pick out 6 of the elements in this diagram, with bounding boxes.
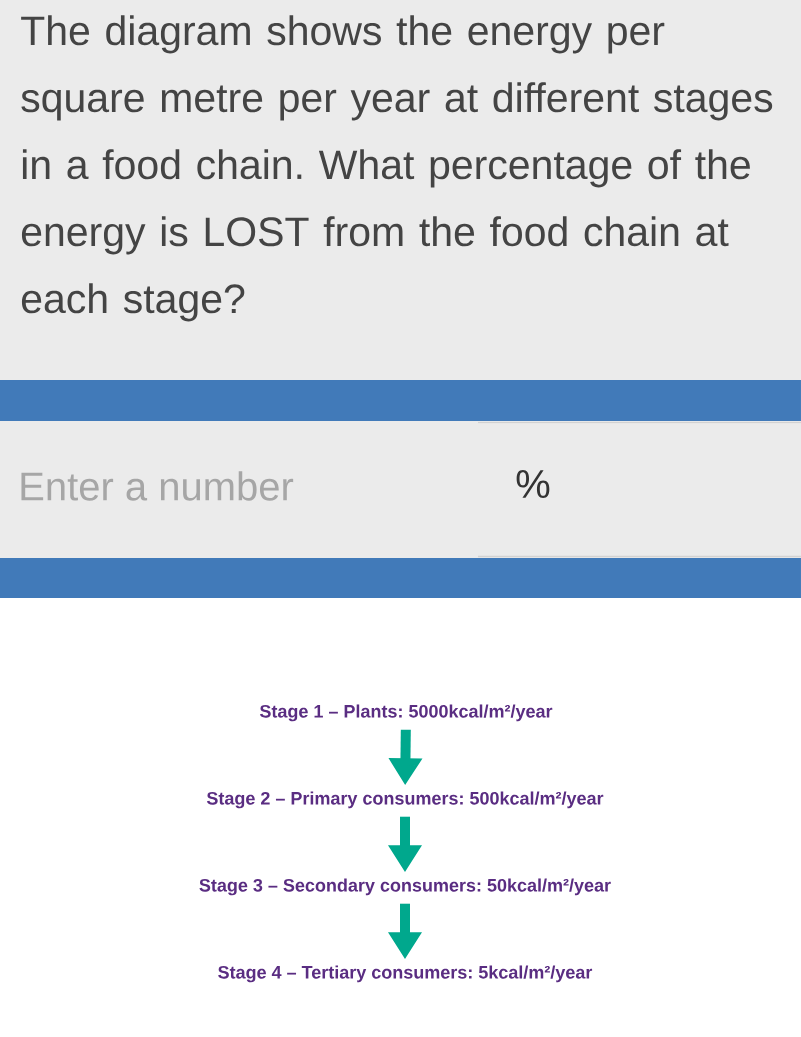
stage-label: Stage 1 – Plants: 5000kcal/m²/year: [259, 704, 553, 722]
unit-box: %: [477, 421, 801, 558]
stage-label: Stage 3 – Secondary consumers: 50kcal/m²/year: [199, 878, 611, 896]
question-text: The diagram shows the energy per square metre per year at different stages in a food chain. What percentage of the energy is LOST from the food chain at each stage?: [21, 15, 773, 322]
stage-label: Stage 4 – Tertiary consumers: 5kcal/m²/year: [218, 965, 593, 983]
stage-label: Stage 2 – Primary consumers: 500kcal/m²/year: [206, 791, 604, 809]
